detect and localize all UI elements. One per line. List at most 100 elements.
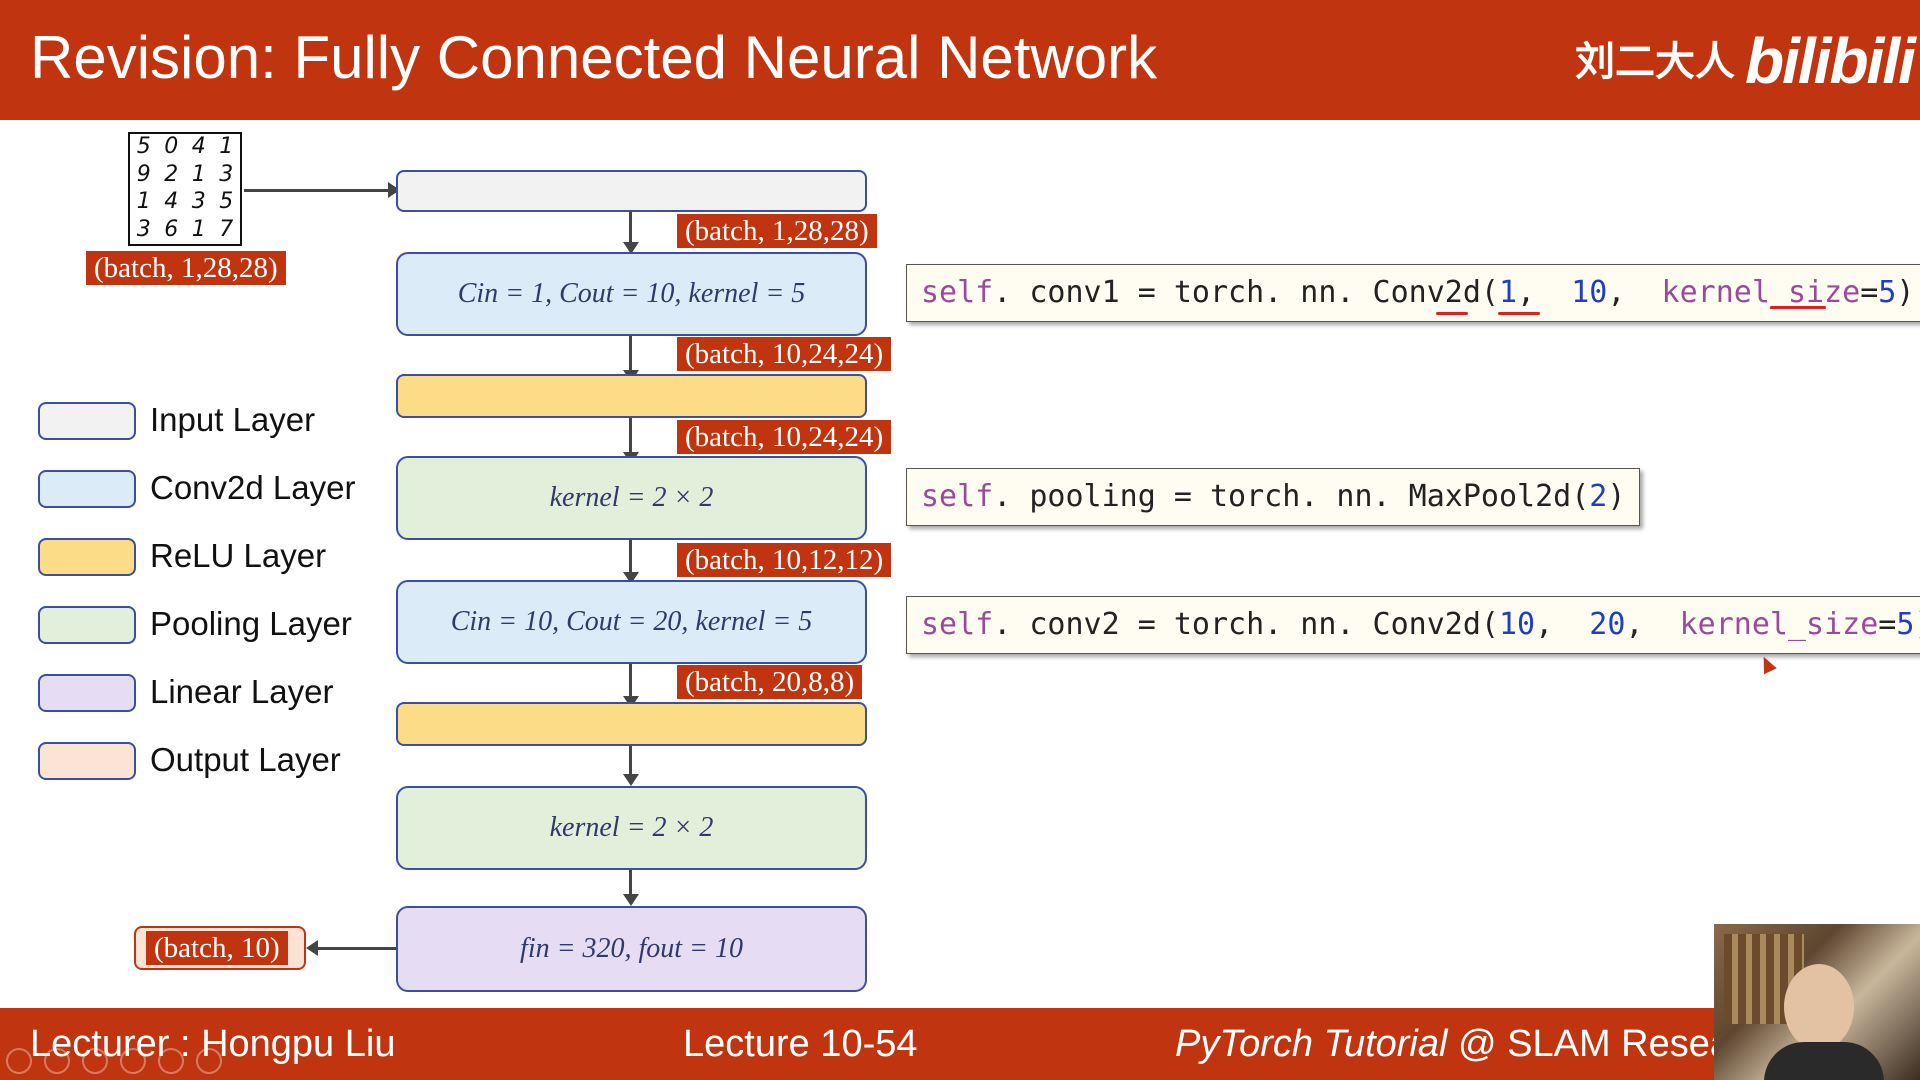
digit: 1 [191, 216, 206, 242]
code-keyword: kernel_size [1661, 275, 1861, 310]
digit: 9 [136, 161, 151, 187]
input-dim-label: (batch, 1,28,28) [86, 251, 286, 285]
output-layer-box: (batch, 10) [134, 926, 306, 970]
conv2-layer-box: Cin = 10, Cout = 20, kernel = 5 [396, 580, 867, 664]
code-self: self [921, 275, 994, 310]
code-self: self [921, 607, 994, 642]
code-text: . conv2 = torch. nn. Conv2d( [993, 607, 1499, 642]
digit: 4 [191, 134, 206, 159]
arrow-head [306, 940, 318, 956]
author-logo: 刘二大人 [1575, 40, 1735, 84]
more-icon[interactable] [196, 1048, 222, 1074]
digit: 7 [219, 216, 234, 242]
code-sep: , [1535, 607, 1590, 642]
code-close: ) [1896, 275, 1915, 310]
legend-label: Pooling Layer [150, 605, 352, 642]
output-dim-label: (batch, 10) [146, 931, 288, 965]
digit: 5 [136, 134, 151, 159]
linear-layer-box: fin = 320, fout = 10 [396, 906, 867, 992]
annotation-underline [1498, 312, 1540, 315]
code-arg: 10 [1571, 275, 1608, 310]
code-sep: , [1517, 275, 1572, 310]
bilibili-logo: bilibili [1745, 25, 1916, 97]
digit: 3 [219, 161, 234, 187]
arrow-line [629, 540, 632, 578]
lecture-number: Lecture 10-54 [683, 1023, 918, 1065]
code-sep: , [1625, 607, 1680, 642]
dim-label: (batch, 10,24,24) [677, 420, 892, 454]
slide-title: Revision: Fully Connected Neural Network [30, 24, 1158, 91]
code-arg: 1 [1498, 275, 1518, 310]
code-eq: = [1860, 275, 1879, 310]
presenter-face [1784, 964, 1854, 1050]
digit: 0 [164, 134, 179, 159]
legend-label: Linear Layer [150, 673, 334, 710]
legend-swatch-input [38, 402, 136, 440]
code-conv2: self. conv2 = torch. nn. Conv2d(10, 20, … [906, 596, 1920, 654]
pool1-layer-box: kernel = 2 × 2 [396, 456, 867, 540]
code-arg: 20 [1589, 607, 1626, 642]
arrow-head [623, 894, 639, 906]
dim-label: (batch, 20,8,8) [677, 665, 863, 699]
arrow-line [629, 746, 632, 778]
webcam-overlay [1714, 924, 1920, 1080]
digit: 3 [191, 189, 206, 214]
legend-label: ReLU Layer [150, 537, 327, 574]
relu1-layer-box [396, 374, 867, 418]
legend-swatch-pooling [38, 606, 136, 644]
code-eq: = [1878, 607, 1897, 642]
code-text: . pooling = torch. nn. MaxPool2d( [993, 479, 1590, 514]
pen-icon[interactable] [82, 1048, 108, 1074]
cursor-icon [1757, 653, 1777, 675]
header-bar [0, 0, 1920, 120]
code-arg: 5 [1896, 607, 1915, 642]
code-keyword: kernel_size [1679, 607, 1879, 642]
arrow-line [629, 212, 632, 246]
arrow-head [623, 774, 639, 786]
code-arg: 2 [1589, 479, 1608, 514]
dim-label: (batch, 10,12,12) [677, 543, 892, 577]
annotation-underline [1770, 306, 1826, 309]
arrow-line [629, 664, 632, 700]
zoom-icon[interactable] [158, 1048, 184, 1074]
digit: 1 [219, 134, 234, 159]
legend-swatch-output [38, 742, 136, 780]
legend-label: Input Layer [150, 401, 316, 438]
arrow-line [629, 870, 632, 898]
legend-swatch-conv [38, 470, 136, 508]
code-close: ) [1607, 479, 1626, 514]
presenter-body [1764, 1042, 1884, 1080]
digit: 5 [219, 189, 234, 214]
course-title: PyTorch Tutorial [1175, 1023, 1448, 1065]
input-layer-box [396, 170, 867, 212]
relu2-layer-box [396, 702, 867, 746]
conv1-layer-box: Cin = 1, Cout = 10, kernel = 5 [396, 252, 867, 336]
legend-swatch-linear [38, 674, 136, 712]
footer-bar [0, 1008, 1920, 1080]
slides-icon[interactable] [120, 1048, 146, 1074]
code-sep: , [1607, 275, 1662, 310]
legend-swatch-relu [38, 538, 136, 576]
arrow-line [629, 418, 632, 456]
code-arg: 10 [1498, 607, 1536, 642]
next-slide-icon[interactable] [44, 1048, 70, 1074]
code-text: . conv1 = torch. nn. Conv2d( [993, 275, 1499, 310]
arrow-head [623, 242, 639, 254]
legend-label: Conv2d Layer [150, 469, 356, 506]
annotation-underline [1436, 312, 1468, 315]
digit: 1 [191, 161, 206, 187]
prev-slide-icon[interactable] [6, 1048, 32, 1074]
arrow-line [629, 336, 632, 374]
digit: 2 [164, 161, 179, 187]
digit: 1 [136, 189, 151, 214]
code-close: ) [1914, 607, 1920, 642]
code-pooling: self. pooling = torch. nn. MaxPool2d(2) [906, 468, 1641, 526]
digit: 3 [136, 216, 151, 242]
arrow-line [318, 947, 396, 950]
code-conv1: self. conv1 = torch. nn. Conv2d(1, 10, k… [906, 264, 1920, 322]
arrow-line [244, 189, 390, 192]
legend-label: Output Layer [150, 741, 341, 778]
code-self: self [921, 479, 994, 514]
pool2-layer-box: kernel = 2 × 2 [396, 786, 867, 870]
